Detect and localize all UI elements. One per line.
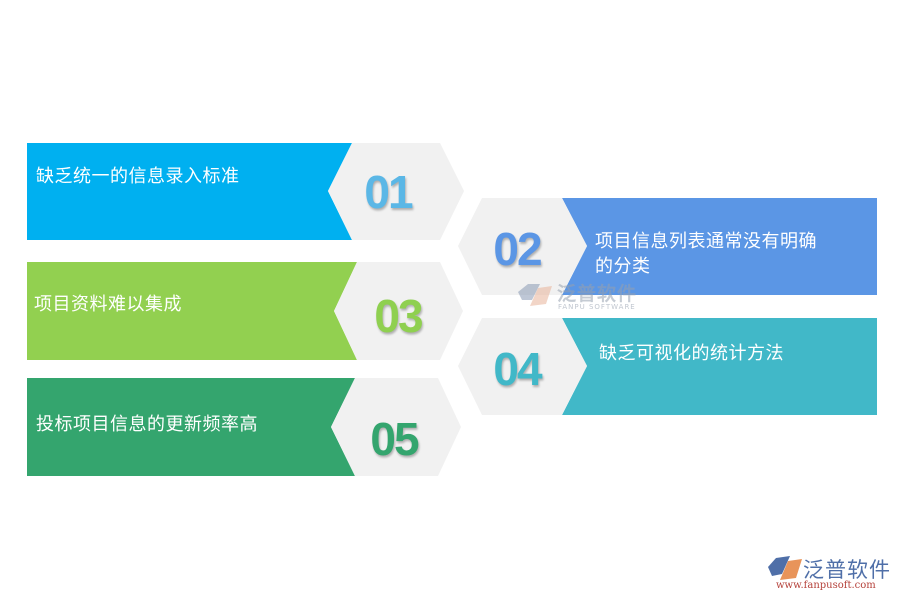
bar-03 [27, 262, 357, 360]
item-03-number: 03 [374, 290, 423, 342]
item-02-text-line2: 的分类 [595, 256, 651, 277]
bar-02 [562, 198, 877, 295]
item-01-number: 01 [364, 166, 413, 218]
watermark-cn: 泛普软件 [557, 283, 638, 305]
bar-05 [27, 378, 355, 476]
hex-03 [334, 262, 463, 360]
fanpu-logo-icon [768, 556, 802, 580]
item-05-number: 05 [370, 413, 419, 465]
item-04-number: 04 [493, 343, 542, 395]
hex-02 [458, 198, 587, 295]
hex-04 [458, 318, 587, 415]
item-02-number: 02 [493, 223, 542, 275]
watermark-logo-icon [518, 284, 552, 306]
hex-05 [331, 378, 461, 476]
item-03-text: 项目资料难以集成 [34, 294, 182, 315]
item-01-text: 缺乏统一的信息录入标准 [36, 166, 240, 187]
watermark-en: FANPU SOFTWARE [558, 303, 636, 311]
hex-01 [328, 143, 464, 240]
fanpu-logo-cn: 泛普软件 [803, 558, 891, 582]
bar-01 [27, 143, 352, 240]
bar-04 [562, 318, 877, 415]
item-02-text-line1: 项目信息列表通常没有明确 [595, 231, 817, 252]
item-04-text: 缺乏可视化的统计方法 [599, 343, 784, 364]
item-05-text: 投标项目信息的更新频率高 [36, 414, 258, 435]
fanpu-logo-url: www.fanpusoft.com [776, 580, 876, 591]
